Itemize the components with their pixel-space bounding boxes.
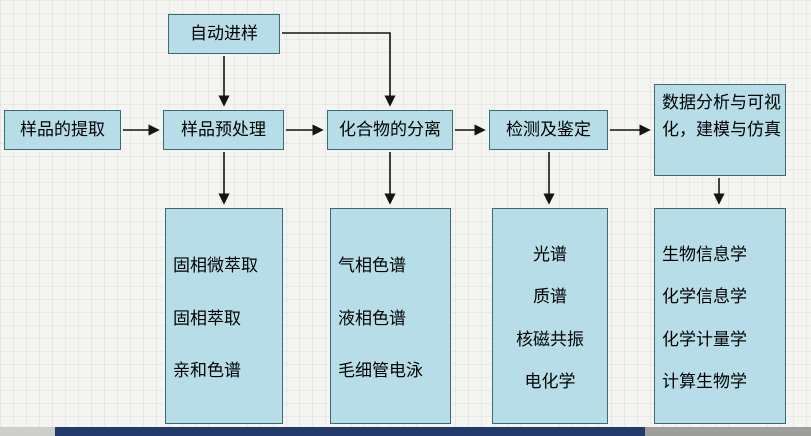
flow-box-label: 样品预处理 [181,119,266,140]
list-item: 毛细管电泳 [338,361,423,382]
list-item: 核磁共振 [516,329,584,350]
list-item: 质谱 [533,287,567,308]
bottom-edge-strip [0,427,811,436]
list-item: 电化学 [524,371,576,392]
detail-box-pretreatment-methods: 固相微萃取 固相萃取 亲和色谱 [165,208,283,424]
flow-box-detection-identification: 检测及鉴定 [489,110,608,150]
list-item: 生物信息学 [662,245,747,266]
flow-box-label: 检测及鉴定 [506,119,591,140]
flow-box-sample-extraction: 样品的提取 [4,110,121,150]
flow-box-compound-separation: 化合物的分离 [327,110,453,150]
list-item: 化学信息学 [662,287,747,308]
detail-box-analysis-fields: 生物信息学 化学信息学 化学计量学 计算生物学 [654,208,786,424]
bottom-strip-right-segment [645,427,811,436]
flow-box-auto-sampling: 自动进样 [168,14,280,54]
bottom-strip-left-segment [0,427,55,436]
list-item: 气相色谱 [338,255,406,276]
detail-box-detection-methods: 光谱 质谱 核磁共振 电化学 [492,208,608,424]
detail-box-separation-methods: 气相色谱 液相色谱 毛细管电泳 [330,208,451,424]
arrow-autosample-to-separation [282,32,396,107]
list-item: 固相微萃取 [173,255,258,276]
flow-box-label: 数据分析与可视化，建模与仿真 [662,93,781,141]
flow-box-label: 自动进样 [190,23,258,44]
flow-box-label: 样品的提取 [20,119,105,140]
flow-box-label: 化合物的分离 [339,119,441,140]
flow-box-data-analysis-modeling: 数据分析与可视化，建模与仿真 [654,84,786,176]
list-item: 光谱 [533,245,567,266]
list-item: 固相萃取 [173,308,241,329]
list-item: 亲和色谱 [173,361,241,382]
list-item: 计算生物学 [662,371,747,392]
list-item: 化学计量学 [662,329,747,350]
flow-box-sample-pretreatment: 样品预处理 [163,110,284,150]
list-item: 液相色谱 [338,308,406,329]
bottom-strip-navy-segment [55,427,645,436]
